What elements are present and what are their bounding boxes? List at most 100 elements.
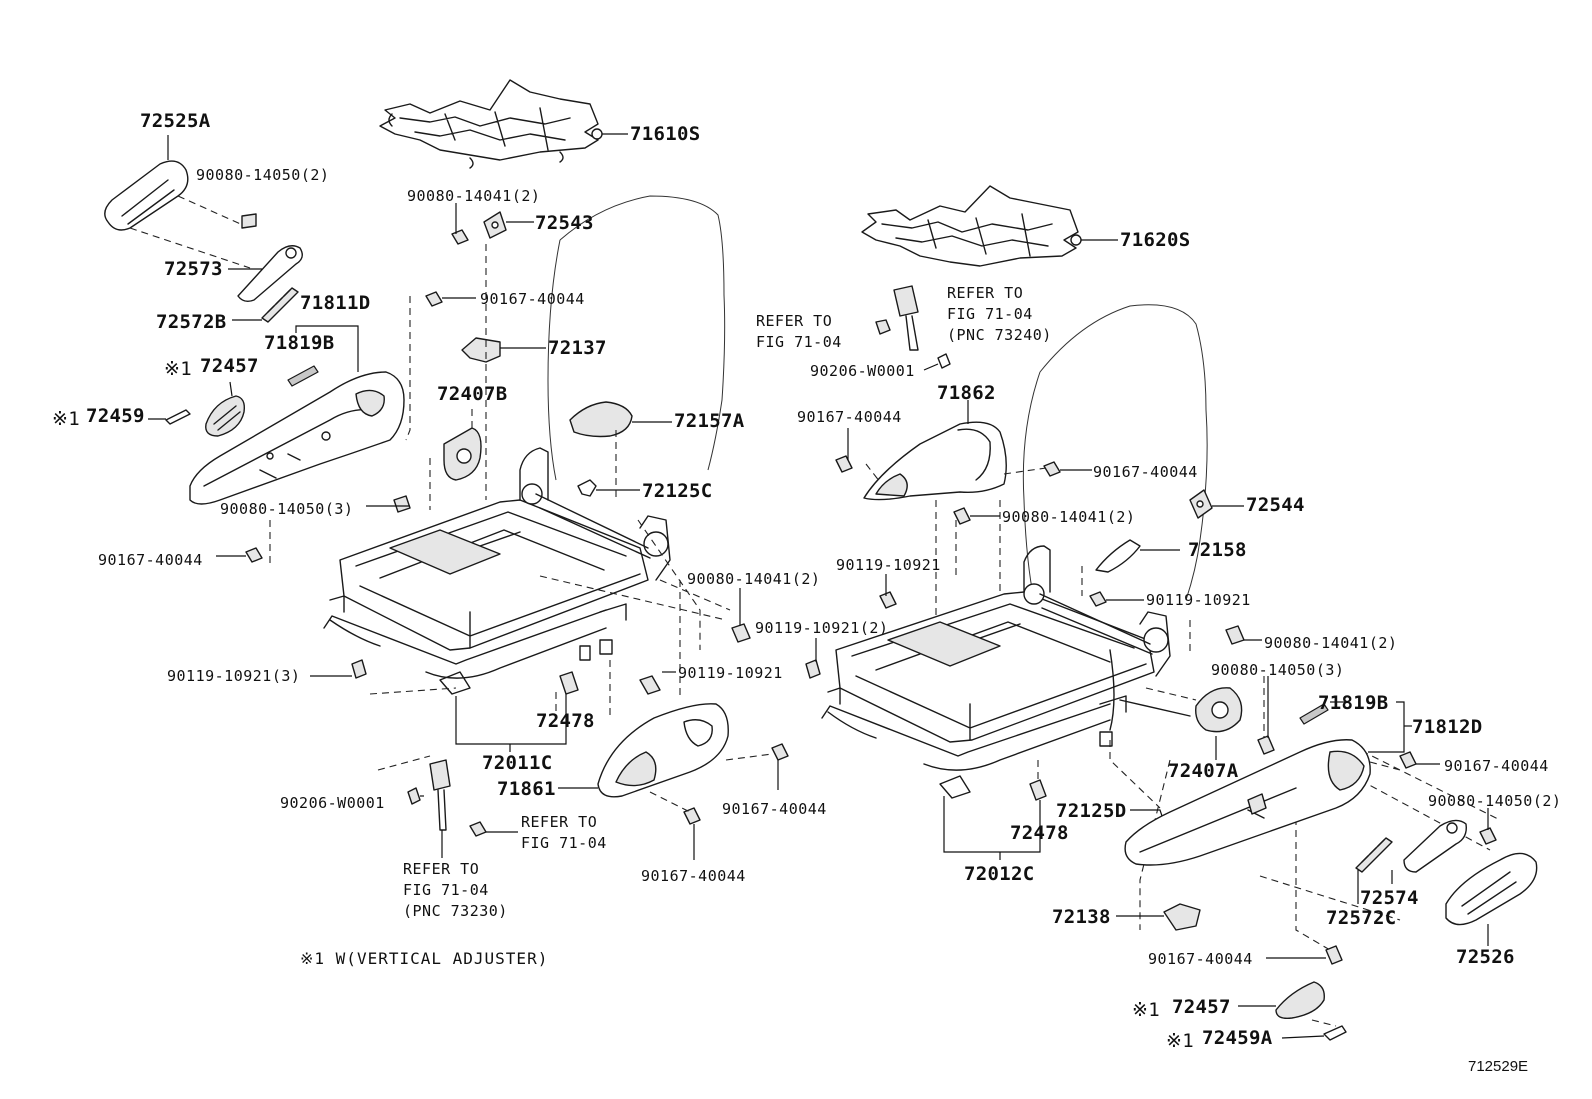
side-cover-71811d [189, 325, 405, 505]
label-refer-left-a-1: REFER TO [521, 813, 598, 831]
label-71620s: 71620S [1120, 229, 1191, 251]
side-cover-71812d [1124, 739, 1371, 866]
label-72011c: 72011C [482, 752, 553, 774]
plate-72544 [1189, 489, 1244, 519]
bracket-71812d [1368, 701, 1405, 753]
label-71610s: 71610S [630, 123, 701, 145]
label-71861: 71861 [497, 778, 556, 800]
seatbelt-buckle-left [429, 759, 451, 831]
label-72157a: 72157A [674, 410, 745, 432]
label-90119-10921-b: 90119-10921 [836, 556, 941, 574]
seat-spring-71610s [379, 79, 628, 169]
label-90080-14041-2-far: 90080-14041(2) [1264, 634, 1398, 652]
clip-72125c [577, 479, 640, 497]
label-72138: 72138 [1052, 906, 1111, 928]
label-72572b: 72572B [156, 311, 227, 333]
footnote-vertical-adjuster: ※1 W(VERTICAL ADJUSTER) [300, 949, 549, 968]
label-90167-40044-c: 90167-40044 [722, 800, 827, 818]
dash-frame-right [1037, 566, 1501, 951]
label-90206-w0001-left: 90206-W0001 [280, 794, 385, 812]
label-72572c: 72572C [1326, 907, 1397, 929]
bolts-right [805, 455, 1497, 965]
seat-back-outline-left [547, 195, 726, 481]
figure-number: 712529E [1468, 1058, 1529, 1075]
label-71862: 71862 [937, 382, 996, 404]
label-90080-14041-2-mid: 90080-14041(2) [687, 570, 821, 588]
label-72478-left: 72478 [536, 710, 595, 732]
label-refer-left-b-2: FIG 71-04 [403, 881, 489, 899]
label-72459: 72459 [86, 405, 145, 427]
label-refer-right-b-1: REFER TO [947, 284, 1024, 302]
leader-lines-left [216, 203, 779, 860]
label-72544: 72544 [1246, 494, 1305, 516]
label-refer-left-b-1: REFER TO [403, 860, 480, 878]
label-90080-14041-2-right: 90080-14041(2) [1002, 508, 1136, 526]
label-72573: 72573 [164, 258, 223, 280]
cover-71861 [558, 703, 729, 798]
label-72543: 72543 [535, 212, 594, 234]
label-72137: 72137 [548, 337, 607, 359]
lever-72573 [228, 245, 303, 303]
label-72457-right-mark: ※1 [1132, 999, 1160, 1021]
label-90167-40044-g: 90167-40044 [1444, 757, 1549, 775]
bracket-72137 [461, 337, 546, 363]
label-90119-10921-c: 90119-10921 [1146, 591, 1251, 609]
label-90080-14050-3-right: 90080-14050(3) [1211, 661, 1345, 679]
label-refer-right-a-1: REFER TO [756, 312, 833, 330]
label-90080-14050-2-right: 90080-14050(2) [1428, 792, 1562, 810]
leader-lines-right [815, 428, 1489, 959]
label-72459-mark: ※1 [52, 408, 80, 430]
label-90167-40044-f: 90167-40044 [1093, 463, 1198, 481]
label-71811d: 71811D [300, 292, 371, 314]
clip-72158 [1095, 539, 1180, 573]
label-refer-right-a-2: FIG 71-04 [756, 333, 842, 351]
label-90206-w0001-right: 90206-W0001 [810, 362, 915, 380]
seat-spring-71620s [861, 185, 1118, 267]
label-90119-10921-2-mid: 90119-10921(2) [755, 619, 889, 637]
cover-71862 [863, 400, 1007, 501]
label-72478-right: 72478 [1010, 822, 1069, 844]
label-71819b-right: 71819B [1318, 692, 1389, 714]
label-refer-left-a-2: FIG 71-04 [521, 834, 607, 852]
dash-71861 [377, 753, 773, 813]
label-72574: 72574 [1360, 887, 1419, 909]
label-71812d: 71812D [1412, 716, 1483, 738]
label-72459a: 72459A [1202, 1027, 1273, 1049]
label-90167-40044-b: 90167-40044 [98, 551, 203, 569]
label-90080-14041-2-top: 90080-14041(2) [407, 187, 541, 205]
pad-71819b-left [287, 365, 319, 387]
bracket-72138 [1116, 903, 1201, 931]
label-71819b-left: 71819B [264, 332, 335, 354]
seat-back-outline-right [1022, 304, 1208, 601]
handle-72457-right [1238, 981, 1325, 1020]
label-90167-40044-a: 90167-40044 [480, 290, 585, 308]
label-90080-14050-2-left: 90080-14050(2) [196, 166, 330, 184]
label-72407b: 72407B [437, 383, 508, 405]
label-72125c: 72125C [642, 480, 713, 502]
clip-72459 [165, 409, 191, 425]
dash-72459a [1311, 1019, 1337, 1027]
label-72407a: 72407A [1168, 760, 1239, 782]
handle-72457-left [205, 381, 246, 437]
recliner-knob-72525a [104, 135, 189, 231]
plate-72543 [483, 211, 534, 239]
dash-71862 [865, 463, 1047, 636]
clip-72459a [1281, 1025, 1347, 1041]
label-90167-40044-h: 90167-40044 [1148, 950, 1253, 968]
dash-frame-left [269, 244, 731, 720]
label-72012c: 72012C [964, 863, 1035, 885]
label-72526: 72526 [1456, 946, 1515, 968]
label-72125d: 72125D [1056, 800, 1127, 822]
label-72457-right: 72457 [1172, 996, 1231, 1018]
label-72457-left-mark: ※1 [164, 358, 192, 380]
label-72158: 72158 [1188, 539, 1247, 561]
label-refer-left-b-3: (PNC 73230) [403, 902, 508, 920]
label-90167-40044-e: 90167-40044 [797, 408, 902, 426]
cover-72157a [569, 401, 672, 438]
label-90167-40044-d: 90167-40044 [641, 867, 746, 885]
seat-frame-right [821, 545, 1243, 799]
dash-72407b [429, 404, 473, 510]
seatbelt-buckle-right [875, 285, 951, 371]
